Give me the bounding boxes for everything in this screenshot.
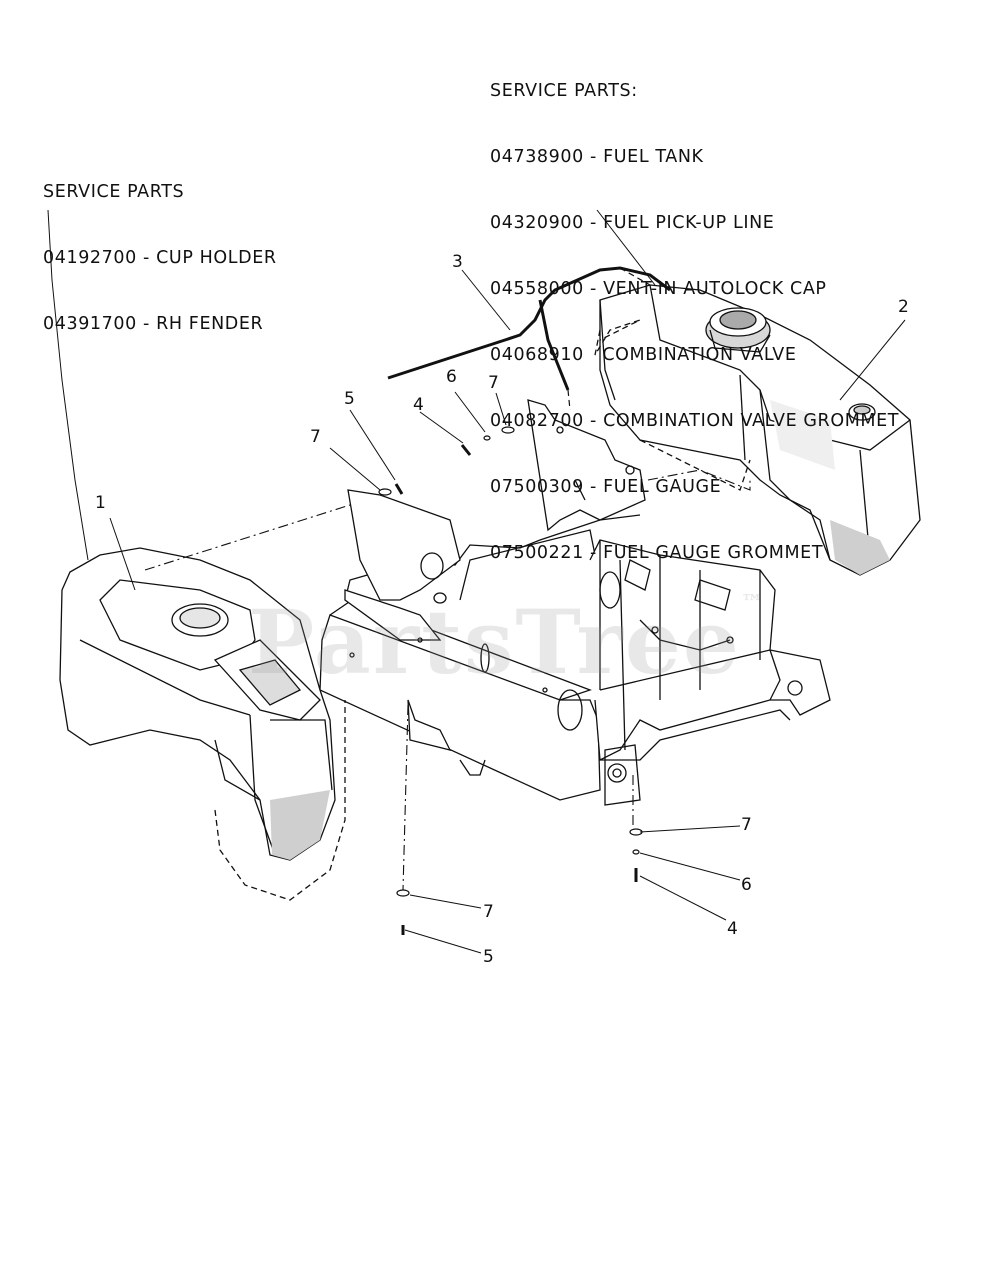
callout-4-top: 4 (413, 395, 424, 415)
fasteners (378, 426, 643, 935)
callout-7-bottom: 7 (483, 902, 494, 922)
service-part-line: 04558000 - VENT-IN AUTOLOCK CAP (490, 279, 827, 299)
fuel-pickup-line (387, 266, 671, 391)
watermark: PartsTree™ (248, 590, 765, 694)
callout-7-right: 7 (741, 815, 752, 835)
service-parts-right-heading: SERVICE PARTS: (490, 81, 638, 101)
watermark-trademark: ™ (740, 590, 765, 616)
callout-5-top: 5 (344, 389, 355, 409)
service-part-line: 04391700 - RH FENDER (43, 314, 264, 334)
callout-4-right: 4 (727, 919, 738, 939)
chassis-frame (319, 399, 831, 806)
service-part-line: 04320900 - FUEL PICK-UP LINE (490, 213, 775, 233)
service-parts-right: SERVICE PARTS: 04738900 - FUEL TANK 0432… (490, 36, 899, 586)
callout-7-top-left: 7 (310, 427, 321, 447)
service-parts-left: SERVICE PARTS 04192700 - CUP HOLDER 0439… (43, 137, 277, 357)
leader-lines (47, 209, 906, 954)
callout-3: 3 (452, 252, 463, 272)
callout-6-top: 6 (446, 367, 457, 387)
service-part-line: 04192700 - CUP HOLDER (43, 248, 277, 268)
callout-7-top-right: 7 (488, 373, 499, 393)
callout-2: 2 (898, 297, 909, 317)
callout-6-right: 6 (741, 875, 752, 895)
fuel-tank (594, 284, 921, 576)
service-parts-left-heading: SERVICE PARTS (43, 182, 185, 202)
service-part-line: 04068910 COMBINATION VALVE (490, 345, 797, 365)
watermark-text: PartsTree (248, 590, 741, 694)
service-part-line: 07500221 - FUEL GAUGE GROMMET (490, 543, 824, 563)
callout-1: 1 (95, 493, 106, 513)
assembly-lines (144, 469, 751, 891)
service-part-line: 07500309 - FUEL GAUGE (490, 477, 722, 497)
rh-fender (59, 547, 346, 901)
service-part-line: 04082700 - COMBINATION VALVE GROMMET (490, 411, 900, 431)
service-part-line: 04738900 - FUEL TANK (490, 147, 704, 167)
callout-5-bottom: 5 (483, 947, 494, 967)
fuel-line-dashes (567, 267, 651, 411)
